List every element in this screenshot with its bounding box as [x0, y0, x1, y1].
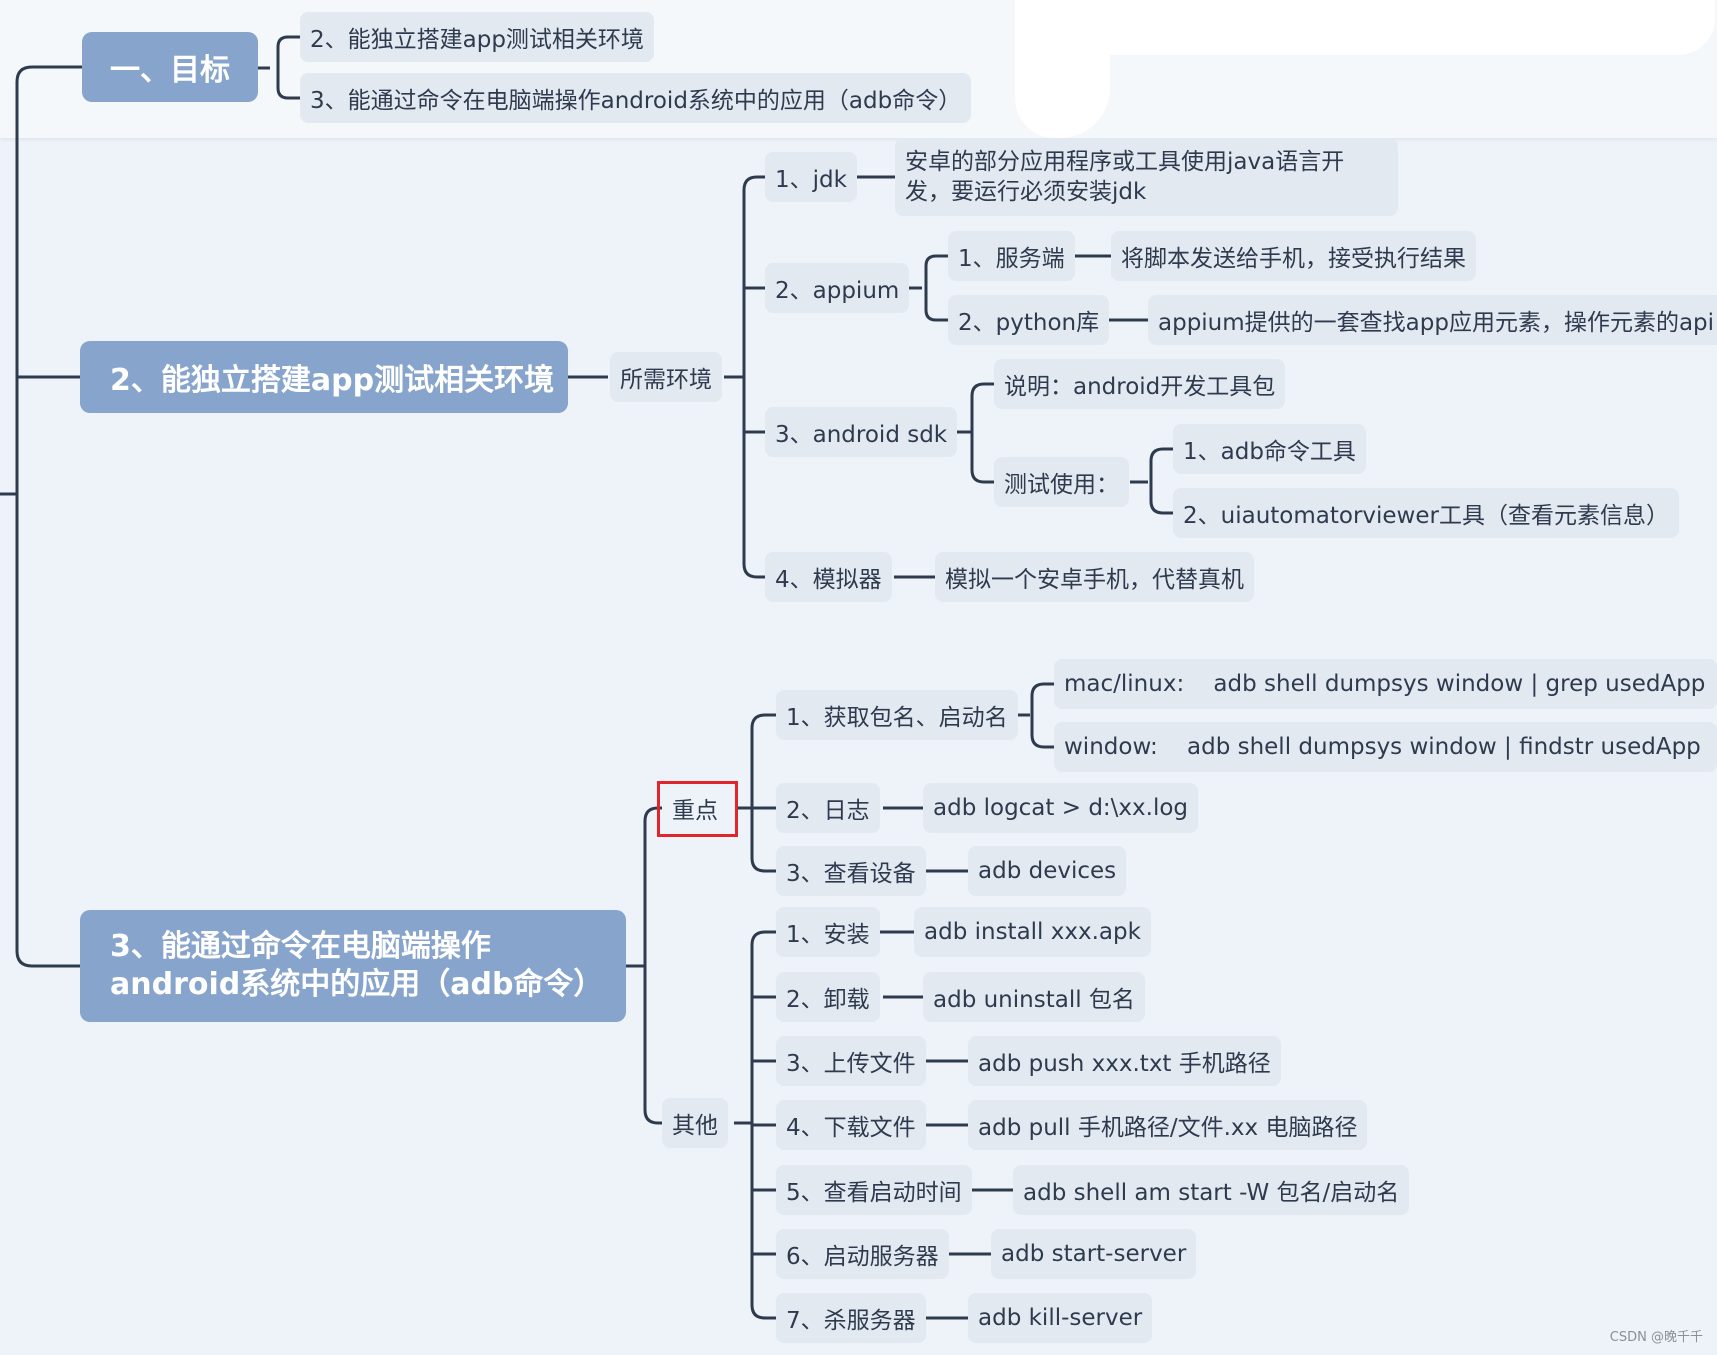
jdk-desc: 安卓的部分应用程序或工具使用java语言开发，要运行必须安装jdk — [905, 149, 1345, 205]
sdk-note: 说明：android开发工具包 — [1004, 374, 1276, 400]
emulator-desc: 模拟一个安卓手机，代替真机 — [945, 567, 1244, 593]
log-cmd-node: adb logcat > d:\xx.log — [923, 783, 1199, 833]
other-label: 其他 — [672, 1113, 718, 1139]
other-item-4-cmd-text: adb pull 手机路径/文件.xx 电脑路径 — [978, 1115, 1358, 1141]
other-item-4-label: 4、下载文件 — [786, 1115, 916, 1141]
appium-label: 2、appium — [775, 278, 900, 304]
other-item-3-cmd-text: adb push xxx.txt 手机路径 — [978, 1051, 1271, 1077]
other-item-7: 7、杀服务器 — [776, 1293, 926, 1343]
other-item-7-cmd-text: adb kill-server — [978, 1305, 1143, 1331]
other-item-7-label: 7、杀服务器 — [786, 1308, 916, 1334]
jdk-node: 1、jdk — [765, 152, 857, 202]
key-highlight-box — [657, 781, 738, 837]
appium-pylib-node: 2、python库 — [948, 295, 1110, 345]
goal-item-1: 2、能独立搭建app测试相关环境 — [300, 12, 654, 62]
jdk-label: 1、jdk — [775, 167, 847, 193]
other-item-4-cmd: adb pull 手机路径/文件.xx 电脑路径 — [968, 1100, 1368, 1150]
other-item-6-cmd-text: adb start-server — [1001, 1241, 1187, 1267]
other-item-3: 3、上传文件 — [776, 1036, 926, 1086]
pkg-mac: mac/linux: adb shell dumpsys window | gr… — [1064, 671, 1706, 697]
other-item-6: 6、启动服务器 — [776, 1229, 949, 1279]
dev-label: 3、查看设备 — [786, 861, 916, 887]
emulator-desc-node: 模拟一个安卓手机，代替真机 — [935, 552, 1254, 602]
appium-server-label: 1、服务端 — [958, 246, 1065, 272]
env-node: 2、能独立搭建app测试相关环境 — [80, 341, 568, 413]
other-item-6-cmd: adb start-server — [991, 1229, 1197, 1279]
appium-server-desc: 将脚本发送给手机，接受执行结果 — [1121, 246, 1466, 272]
sdk-test-use: 测试使用： — [1004, 472, 1119, 498]
other-item-1: 1、安装 — [776, 907, 880, 957]
redaction-blob — [1015, 0, 1110, 138]
log-label: 2、日志 — [786, 798, 870, 824]
appium-pylib-desc: appium提供的一套查找app应用元素，操作元素的api — [1158, 310, 1715, 336]
other-item-5-cmd-text: adb shell am start -W 包名/启动名 — [1023, 1180, 1400, 1206]
jdk-desc-node: 安卓的部分应用程序或工具使用java语言开发，要运行必须安装jdk — [895, 138, 1398, 216]
other-item-3-cmd: adb push xxx.txt 手机路径 — [968, 1036, 1281, 1086]
other-item-2-label: 2、卸载 — [786, 987, 870, 1013]
redaction-blob — [1015, 0, 1715, 55]
pkg-node: 1、获取包名、启动名 — [776, 690, 1018, 740]
pkg-label: 1、获取包名、启动名 — [786, 705, 1008, 731]
pkg-win-node: window: adb shell dumpsys window | finds… — [1054, 722, 1717, 772]
log-cmd: adb logcat > d:\xx.log — [933, 795, 1189, 821]
other-item-1-cmd-text: adb install xxx.apk — [924, 919, 1141, 945]
sdk-label: 3、android sdk — [775, 422, 948, 448]
pkg-mac-node: mac/linux: adb shell dumpsys window | gr… — [1054, 659, 1717, 709]
other-item-2-cmd: adb uninstall 包名 — [923, 972, 1145, 1022]
sdk-note-node: 说明：android开发工具包 — [994, 359, 1286, 409]
env-label-node: 所需环境 — [610, 352, 722, 402]
key-node: 重点 — [662, 790, 728, 826]
other-item-2-cmd-text: adb uninstall 包名 — [933, 987, 1135, 1013]
adb-node: 3、能通过命令在电脑端操作android系统中的应用（adb命令） — [80, 910, 626, 1022]
watermark: CSDN @晚千千 — [1609, 1330, 1703, 1345]
emulator-node: 4、模拟器 — [765, 552, 892, 602]
goal-item-2-text: 3、能通过命令在电脑端操作android系统中的应用（adb命令） — [310, 88, 962, 114]
log-node: 2、日志 — [776, 783, 880, 833]
appium-pylib-desc-node: appium提供的一套查找app应用元素，操作元素的api — [1148, 295, 1717, 345]
appium-server-node: 1、服务端 — [948, 231, 1075, 281]
other-item-6-label: 6、启动服务器 — [786, 1244, 939, 1270]
other-item-5-label: 5、查看启动时间 — [786, 1180, 962, 1206]
pkg-win: window: adb shell dumpsys window | finds… — [1064, 734, 1701, 760]
appium-pylib-label: 2、python库 — [958, 310, 1100, 336]
appium-server-desc-node: 将脚本发送给手机，接受执行结果 — [1111, 231, 1476, 281]
sdk-tool-1-node: 1、adb命令工具 — [1173, 424, 1366, 474]
goal-item-2: 3、能通过命令在电脑端操作android系统中的应用（adb命令） — [300, 73, 972, 123]
other-item-3-label: 3、上传文件 — [786, 1051, 916, 1077]
sdk-tool-2-node: 2、uiautomatorviewer工具（查看元素信息） — [1173, 488, 1679, 538]
other-item-5: 5、查看启动时间 — [776, 1165, 972, 1215]
other-item-5-cmd: adb shell am start -W 包名/启动名 — [1013, 1165, 1410, 1215]
other-item-2: 2、卸载 — [776, 972, 880, 1022]
env-title: 2、能独立搭建app测试相关环境 — [110, 363, 555, 398]
goal-node: 一、目标 — [82, 32, 258, 102]
other-item-1-label: 1、安装 — [786, 922, 870, 948]
dev-node: 3、查看设备 — [776, 846, 926, 896]
other-item-7-cmd: adb kill-server — [968, 1293, 1153, 1343]
other-item-1-cmd: adb install xxx.apk — [914, 907, 1151, 957]
sdk-test-use-node: 测试使用： — [994, 457, 1129, 507]
adb-title: 3、能通过命令在电脑端操作android系统中的应用（adb命令） — [110, 929, 604, 1002]
other-node: 其他 — [662, 1098, 728, 1148]
dev-cmd-node: adb devices — [968, 846, 1127, 896]
key-label: 重点 — [672, 798, 718, 824]
env-label: 所需环境 — [620, 367, 712, 393]
sdk-tool-2: 2、uiautomatorviewer工具（查看元素信息） — [1183, 503, 1669, 529]
appium-node: 2、appium — [765, 263, 910, 313]
goal-item-1-text: 2、能独立搭建app测试相关环境 — [310, 27, 644, 53]
emulator-label: 4、模拟器 — [775, 567, 882, 593]
goal-title: 一、目标 — [110, 53, 230, 88]
sdk-tool-1: 1、adb命令工具 — [1183, 439, 1356, 465]
dev-cmd: adb devices — [978, 858, 1117, 884]
sdk-node: 3、android sdk — [765, 407, 958, 457]
other-item-4: 4、下载文件 — [776, 1100, 926, 1150]
